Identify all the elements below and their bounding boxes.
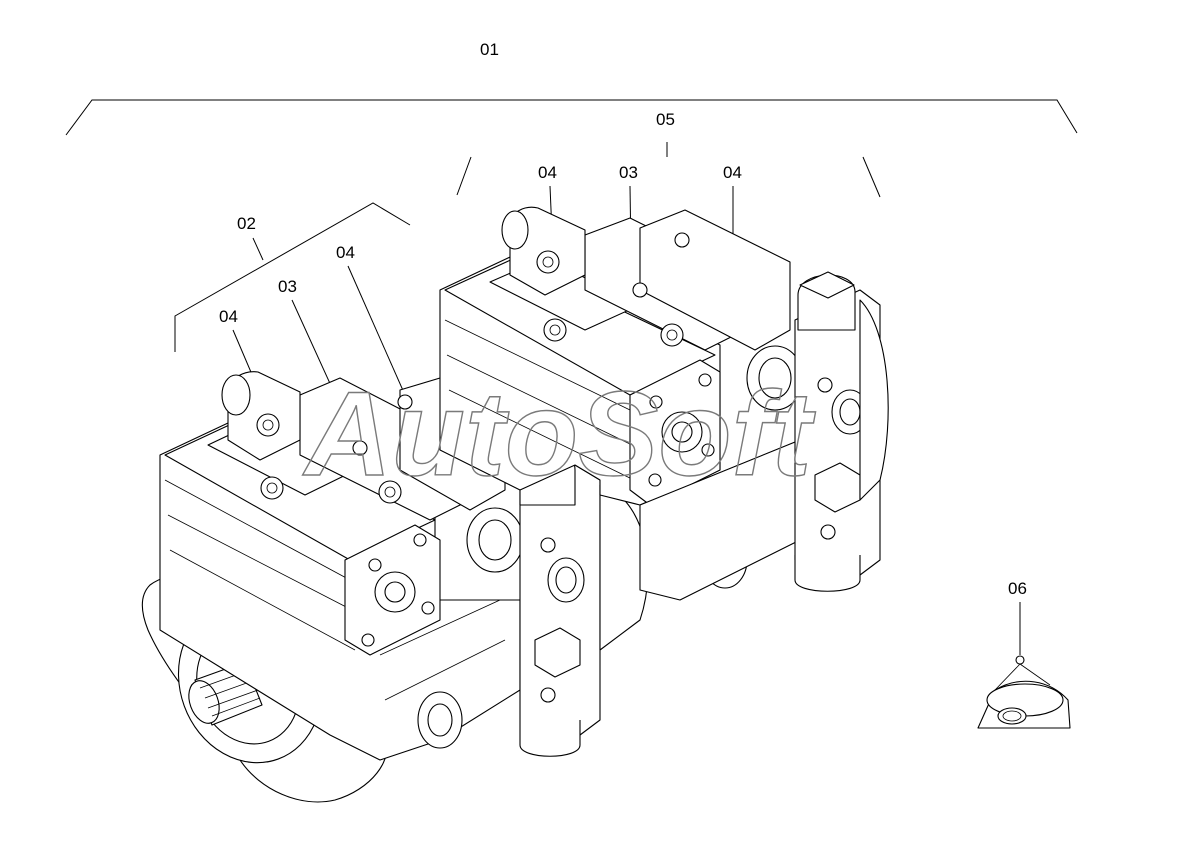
- bracket-02: [174, 202, 411, 352]
- callout-03-rear: 03: [619, 163, 638, 182]
- bracket-05: [456, 142, 881, 198]
- watermark: AutoSoft: [302, 367, 817, 501]
- o-ring-kit: [977, 655, 1071, 729]
- callout-04-rear-left: 04: [538, 163, 557, 182]
- front-pump-assembly: [141, 371, 524, 803]
- callout-03-front: 03: [278, 277, 297, 296]
- right-manifold: [794, 271, 889, 592]
- callout-01: 01: [480, 40, 499, 59]
- callout-04-front-left: 04: [219, 307, 238, 326]
- callout-02: 02: [237, 214, 256, 233]
- callout-04-front-right: 04: [336, 243, 355, 262]
- rear-pump-assembly: [439, 206, 804, 601]
- callout-05: 05: [656, 110, 675, 129]
- bracket-01: [65, 99, 1078, 136]
- callout-06: 06: [1008, 579, 1027, 598]
- callout-04-rear-right: 04: [723, 163, 742, 182]
